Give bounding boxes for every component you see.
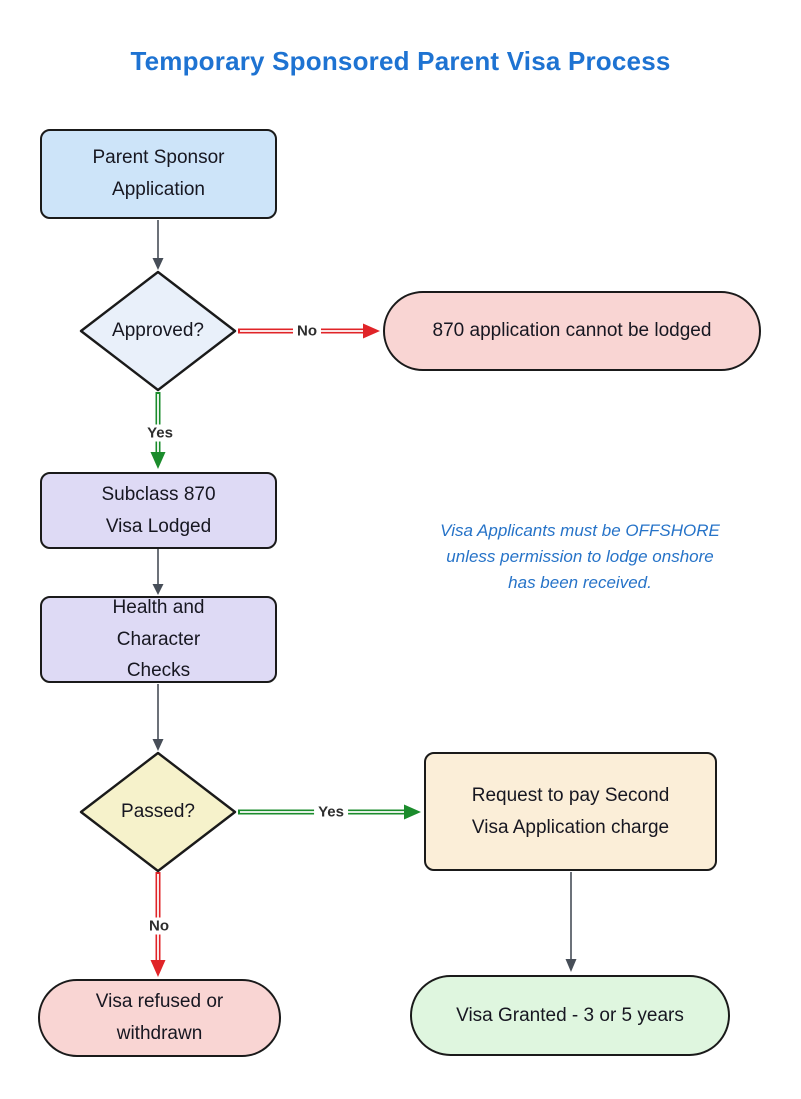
arrowhead-subclass-to-health [152,584,164,595]
node-label: Visa refused or withdrawn [95,991,224,1044]
edge-label-passed-yes: Yes [314,803,348,821]
diamond-shape [79,751,237,873]
edge-label-approved-no: No [293,322,321,340]
page-title: Temporary Sponsored Parent Visa Process [130,46,671,76]
node-health-character-checks: Health and Character Checks [40,596,277,683]
offshore-note: Visa Applicants must be OFFSHORE unless … [420,518,740,596]
node-870-cannot-be-lodged: 870 application cannot be lodged [383,291,761,371]
decision-passed: Passed? [79,751,237,873]
node-label: Request to pay Second Visa Application c… [471,784,670,838]
diamond-shape [79,270,237,392]
node-request-pay-second-charge: Request to pay Second Visa Application c… [424,752,717,871]
arrowhead-sponsor-to-approved [152,258,164,270]
node-visa-refused-withdrawn: Visa refused or withdrawn [38,979,281,1057]
decision-approved: Approved? [79,270,237,392]
node-label: Parent Sponsor Application [92,147,225,200]
arrowhead-approved-no [363,323,380,339]
arrowhead-request-to-granted [565,959,577,972]
edge-label-approved-yes: Yes [143,424,177,442]
node-label: 870 application cannot be lodged [432,320,712,342]
node-visa-granted: Visa Granted - 3 or 5 years [410,975,730,1056]
arrowhead-passed-no [150,960,166,977]
offshore-note-line-3: has been received. [508,573,652,592]
arrowhead-health-to-passed [152,739,164,751]
node-label: Approved? [112,320,204,341]
arrowhead-passed-yes [404,804,421,820]
node-subclass-870-visa-lodged: Subclass 870 Visa Lodged [40,472,277,549]
node-label: Subclass 870 Visa Lodged [101,483,216,537]
arrowhead-approved-yes [150,452,166,469]
offshore-note-line-2: unless permission to lodge onshore [446,547,714,566]
node-label: Visa Granted - 3 or 5 years [456,1004,684,1026]
node-label: Health and Character Checks [112,596,205,682]
node-label: Passed? [121,801,195,822]
edge-label-passed-no: No [145,917,173,935]
offshore-note-line-1: Visa Applicants must be OFFSHORE [440,521,720,540]
node-parent-sponsor-application: Parent Sponsor Application [40,129,277,219]
